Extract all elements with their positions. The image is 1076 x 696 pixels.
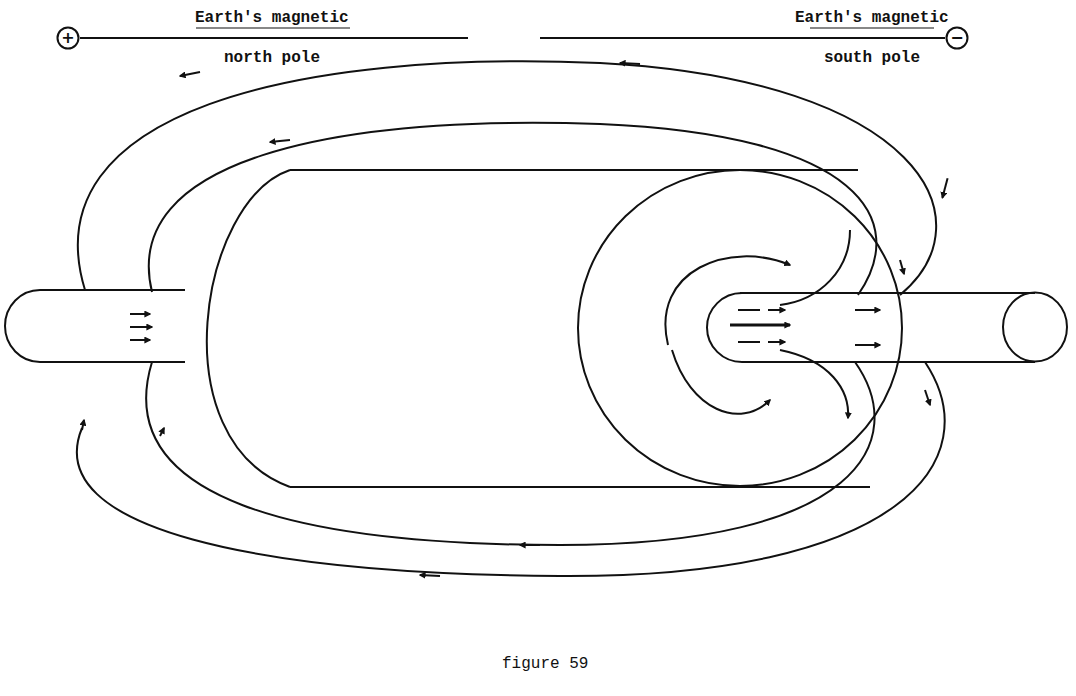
- pole-sign-circle: −: [945, 26, 969, 50]
- field-arc: [780, 230, 850, 305]
- pole-label: north pole: [224, 50, 320, 68]
- field-line: [149, 123, 877, 295]
- heading-line: [80, 37, 468, 39]
- underline: [196, 27, 350, 28]
- underline: [810, 27, 934, 28]
- pole-label: Earth's magnetic: [795, 10, 949, 28]
- pole-sign: −: [945, 30, 969, 46]
- cylinder: [207, 170, 870, 487]
- heading-line: [540, 37, 945, 39]
- field-line: [146, 362, 874, 545]
- pole-label: Earth's magnetic: [195, 10, 349, 28]
- pole-sign-circle: +: [56, 26, 80, 50]
- field-arc: [665, 256, 790, 345]
- rod-left: [5, 290, 185, 362]
- rod-end: [1003, 293, 1067, 362]
- pole-sign: +: [56, 30, 80, 46]
- figure-caption: figure 59: [502, 656, 588, 674]
- field-arc: [780, 350, 848, 418]
- cylinder-end: [578, 170, 902, 486]
- field-arc: [672, 350, 770, 414]
- field-line: [77, 362, 945, 576]
- field-line: [78, 61, 936, 295]
- rod-right: [707, 293, 1035, 362]
- pole-label: south pole: [824, 50, 920, 68]
